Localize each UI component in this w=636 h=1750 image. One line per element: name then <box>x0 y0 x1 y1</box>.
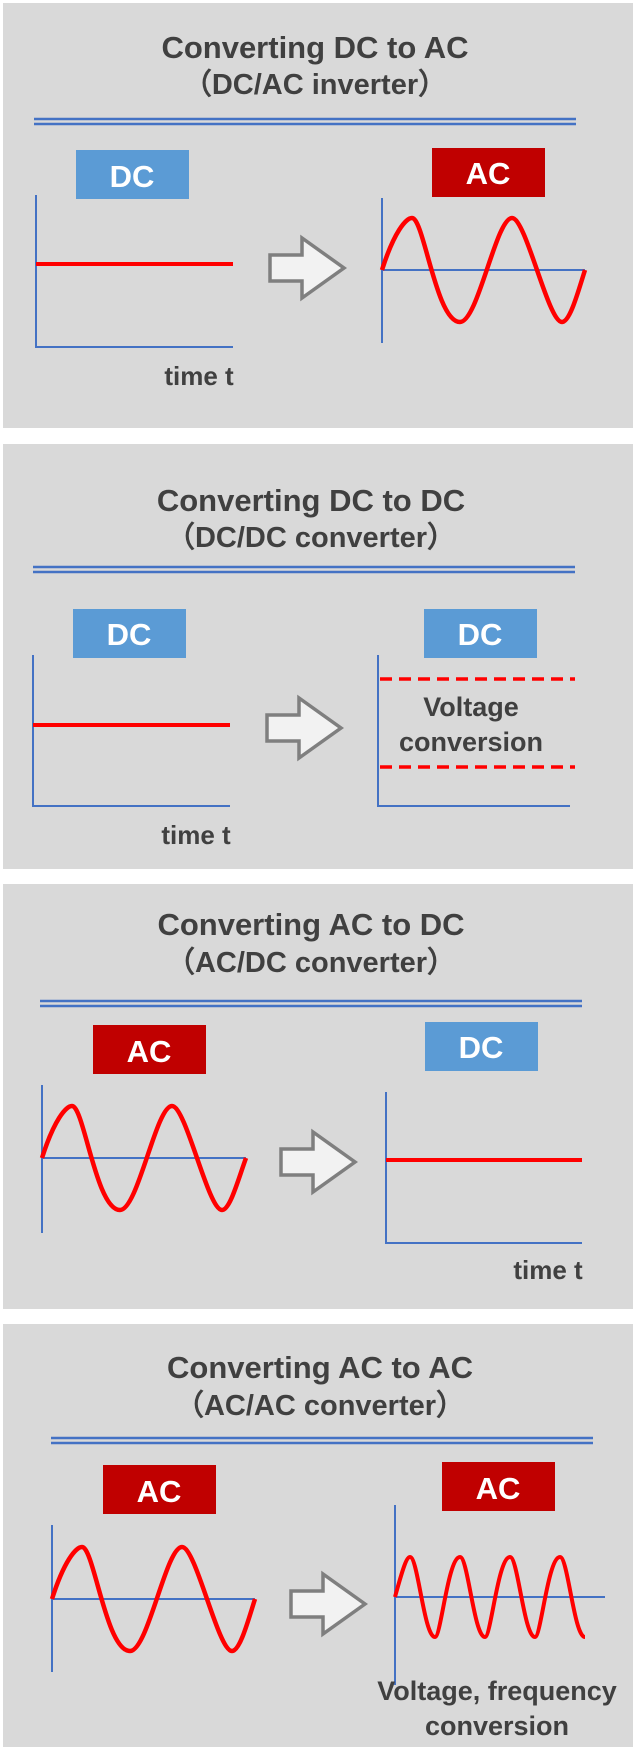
input-badge-dc: DC <box>73 609 186 658</box>
panel-title-line1: Converting AC to DC <box>157 907 464 942</box>
panel-title-line1: Converting DC to DC <box>157 483 465 518</box>
time-axis-label: time t <box>513 1255 583 1285</box>
svg-text:AC: AC <box>466 156 511 191</box>
output-graph <box>377 655 575 807</box>
ac-signal-wave-high-frequency <box>393 1554 587 1640</box>
panel-background <box>3 884 633 1309</box>
output-badge-dc: DC <box>425 1022 538 1071</box>
svg-text:DC: DC <box>458 617 503 652</box>
voltage-conversion-label-line2: conversion <box>399 727 543 757</box>
right-arrow-icon <box>268 234 348 302</box>
panel-title-line2: （DC/DC converter） <box>166 521 456 554</box>
svg-text:DC: DC <box>107 617 152 652</box>
panel-dc-to-dc: Converting DC to DC （DC/DC converter） DC… <box>3 444 633 869</box>
svg-text:AC: AC <box>476 1471 521 1506</box>
output-graph <box>379 198 588 343</box>
svg-text:DC: DC <box>459 1030 504 1065</box>
voltage-frequency-conversion-label-line2: conversion <box>425 1711 569 1741</box>
title-underline <box>33 565 575 574</box>
ac-signal-wave <box>49 1544 258 1654</box>
panel-dc-to-ac: Converting DC to AC （DC/AC inverter） DC … <box>3 3 633 428</box>
input-graph <box>49 1525 258 1672</box>
output-graph <box>385 1092 582 1244</box>
ac-signal-wave <box>379 215 588 325</box>
panel-title-line2: （DC/AC inverter） <box>183 68 447 101</box>
svg-text:DC: DC <box>110 159 155 194</box>
input-badge-ac: AC <box>93 1025 206 1074</box>
ac-signal-wave <box>39 1103 249 1213</box>
panel-title-line1: Converting DC to AC <box>161 30 468 65</box>
voltage-frequency-conversion-label-line1: Voltage, frequency <box>377 1676 617 1706</box>
svg-text:AC: AC <box>137 1474 182 1509</box>
title-underline <box>51 1436 593 1445</box>
output-graph-axes <box>385 1092 582 1244</box>
input-graph <box>35 195 233 348</box>
right-arrow-icon <box>279 1128 359 1196</box>
output-badge-dc: DC <box>424 609 537 658</box>
input-graph-axes <box>35 195 233 348</box>
svg-text:AC: AC <box>127 1034 172 1069</box>
time-axis-label: time t <box>164 361 234 391</box>
right-arrow-icon <box>289 1570 369 1638</box>
panel-title-line2: （AC/AC converter） <box>175 1389 465 1422</box>
title-underline <box>34 117 576 126</box>
panel-ac-to-dc: Converting AC to DC （AC/DC converter） AC… <box>3 884 633 1309</box>
input-graph-axes <box>32 655 230 807</box>
input-graph <box>32 655 230 807</box>
right-arrow-icon <box>265 694 345 762</box>
panel-ac-to-ac: Converting AC to AC （AC/AC converter） AC… <box>3 1324 633 1747</box>
output-badge-ac: AC <box>442 1462 555 1511</box>
output-graph-axes <box>377 655 570 807</box>
time-axis-label: time t <box>161 820 231 850</box>
output-graph <box>393 1505 605 1685</box>
panel-background <box>3 1324 633 1747</box>
input-graph <box>39 1085 249 1233</box>
panel-background <box>3 3 633 428</box>
output-badge-ac: AC <box>432 148 545 197</box>
voltage-conversion-label-line1: Voltage <box>423 692 519 722</box>
input-badge-dc: DC <box>76 150 189 199</box>
panel-title-line1: Converting AC to AC <box>167 1350 473 1385</box>
panel-title-line2: （AC/DC converter） <box>166 946 456 979</box>
title-underline <box>40 999 582 1008</box>
input-badge-ac: AC <box>103 1465 216 1514</box>
